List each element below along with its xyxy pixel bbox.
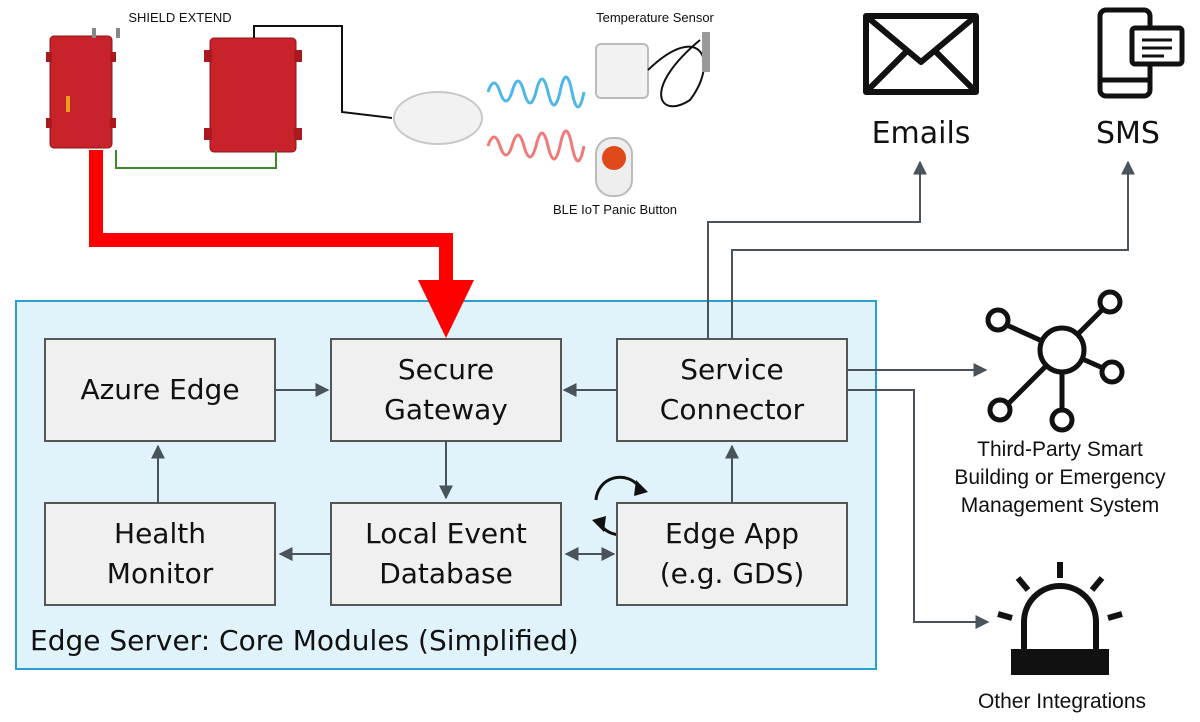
sms-label: SMS	[1096, 116, 1160, 151]
local-event-database-box[interactable]: Local Event Database	[330, 502, 562, 606]
sync-icon	[592, 475, 648, 537]
emails-label: Emails	[871, 116, 971, 151]
edge-app-box[interactable]: Edge App (e.g. GDS)	[616, 502, 848, 606]
panic-button-icon	[595, 137, 633, 197]
network-hub-icon	[985, 289, 1125, 433]
azure-edge-box[interactable]: Azure Edge	[44, 338, 276, 442]
ble-hub	[393, 91, 483, 145]
secure-gateway-box[interactable]: Secure Gateway	[330, 338, 562, 442]
shield-device-main	[46, 28, 120, 149]
email-icon	[863, 13, 979, 95]
health-monitor-box[interactable]: Health Monitor	[44, 502, 276, 606]
device-link-line	[115, 150, 277, 169]
other-integrations-label: Other Integrations	[977, 690, 1147, 713]
alarm-siren-icon	[997, 562, 1123, 675]
device-to-gateway-arrowhead	[418, 280, 474, 338]
panic-button-label: BLE IoT Panic Button	[552, 202, 678, 217]
sms-phone-icon	[1097, 7, 1185, 99]
shield-extend-label: SHIELD EXTEND	[128, 10, 232, 25]
edge-server-title: Edge Server: Core Modules (Simplified)	[30, 624, 579, 657]
temperature-sensor-icon	[595, 32, 710, 108]
arrow-to-sms	[731, 160, 1135, 338]
wireless-wave-blue-icon	[486, 75, 586, 109]
temperature-sensor-label: Temperature Sensor	[596, 10, 714, 25]
device-to-gateway-arrow	[89, 150, 453, 288]
service-connector-box[interactable]: Service Connector	[616, 338, 848, 442]
wireless-wave-red-icon	[486, 129, 586, 163]
arrow-to-other	[848, 389, 990, 629]
arrow-to-emails	[707, 160, 927, 338]
third-party-system-label: Third-Party Smart Building or Emergency …	[954, 438, 1166, 517]
hub-cable	[253, 25, 393, 119]
shield-device-extend	[204, 37, 302, 153]
